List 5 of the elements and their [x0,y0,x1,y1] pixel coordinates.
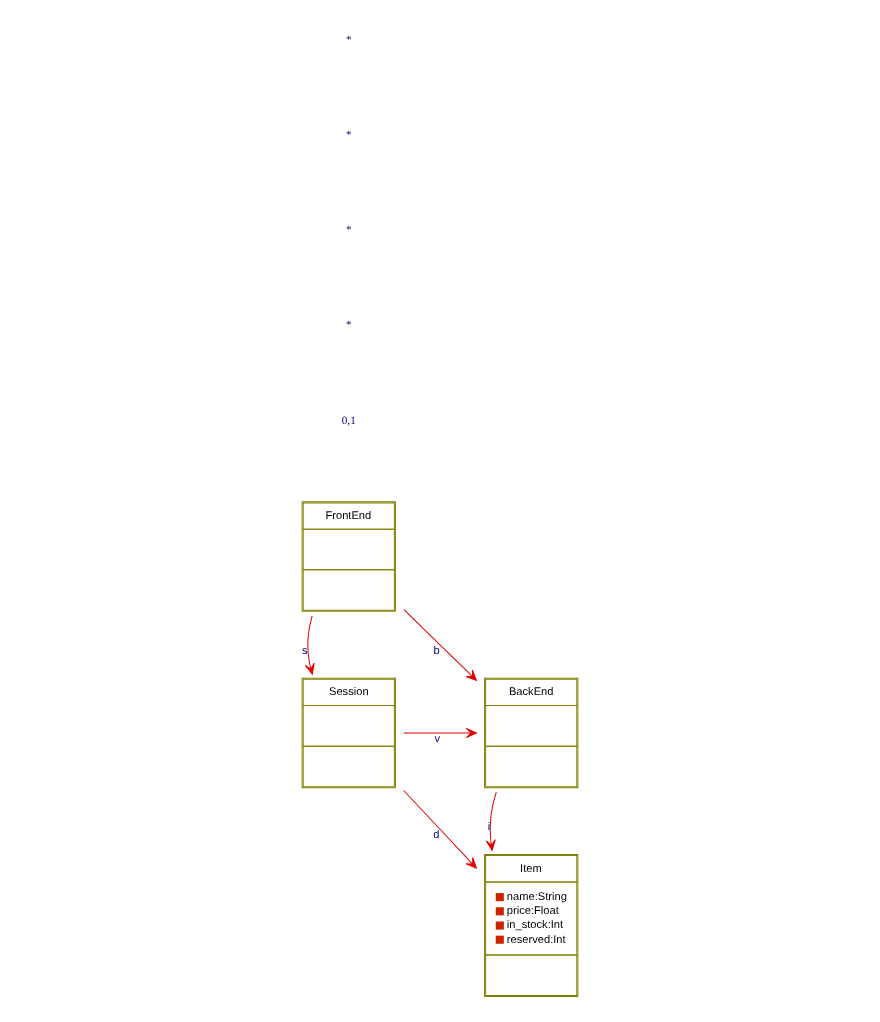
arrow [403,789,477,869]
arrow [485,791,497,851]
arrow [403,609,477,681]
arrow [403,727,477,739]
arrow [304,615,315,675]
